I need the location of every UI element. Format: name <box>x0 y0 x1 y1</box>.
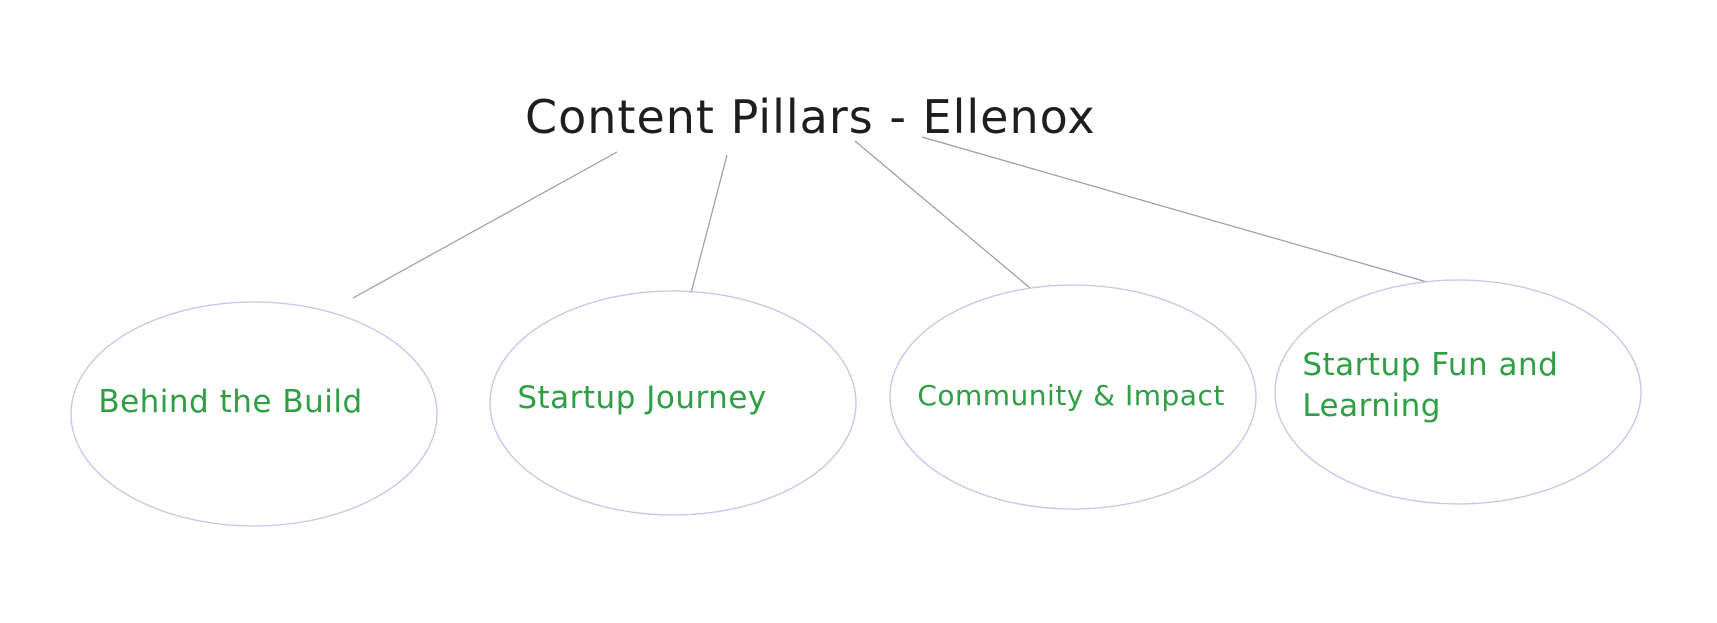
pillar-label: Startup Fun and Learning <box>1302 347 1568 424</box>
connectors <box>352 136 1428 299</box>
pillar-ellipse[interactable] <box>1274 279 1642 505</box>
pillar-label-line: Learning <box>1302 388 1441 424</box>
diagram-title: Content Pillars - Ellenox <box>525 90 1096 144</box>
pillar-label-line: Behind the Build <box>98 384 362 420</box>
pillar-startup-journey[interactable]: Startup Journey <box>489 290 857 516</box>
pillar-label-line: Startup Fun and <box>1302 347 1558 383</box>
connector-community-impact <box>854 140 1031 289</box>
pillar-label: Community & Impact <box>917 379 1225 412</box>
pillar-community-impact[interactable]: Community & Impact <box>889 284 1257 510</box>
pillar-ellipse[interactable] <box>70 301 438 527</box>
pillar-ellipse[interactable] <box>489 290 857 516</box>
connector-startup-fun <box>921 136 1428 283</box>
pillar-label: Startup Journey <box>517 380 766 416</box>
connector-behind-the-build <box>352 151 618 299</box>
pillar-startup-fun-and-learning[interactable]: Startup Fun and Learning <box>1274 279 1642 505</box>
pillar-label: Behind the Build <box>98 384 362 420</box>
pillar-behind-the-build[interactable]: Behind the Build <box>70 301 438 527</box>
pillar-label-line: Community & Impact <box>917 379 1225 412</box>
pillar-ellipse[interactable] <box>889 284 1257 510</box>
pillar-label-line: Startup Journey <box>517 380 766 416</box>
connector-startup-journey <box>690 154 728 294</box>
